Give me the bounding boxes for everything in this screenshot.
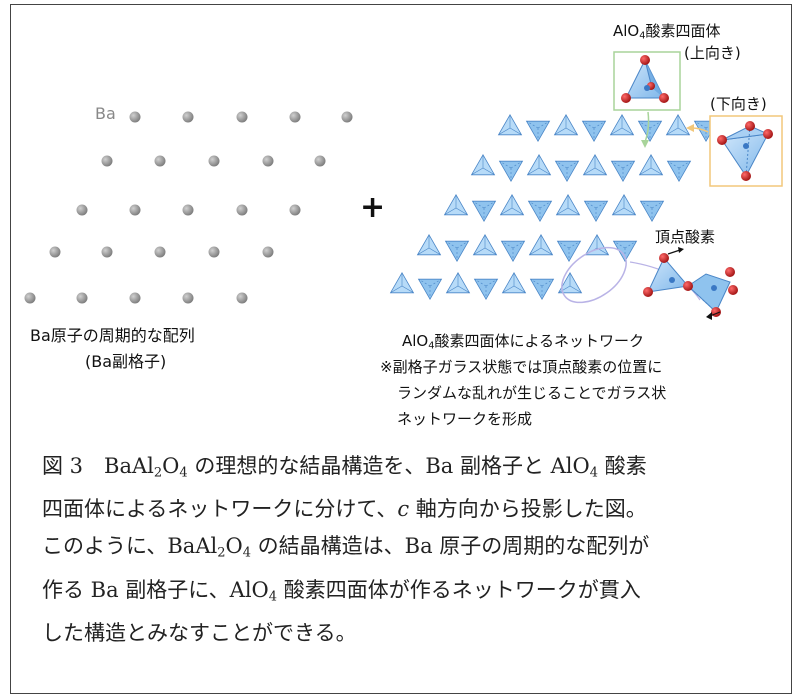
- alo4-tetrahedron: [554, 160, 580, 183]
- ba-atom: [262, 246, 274, 258]
- ba-atom: [24, 292, 36, 304]
- ba-atom: [289, 111, 301, 123]
- note-line3: ネットワークを形成: [397, 410, 533, 428]
- caption-line3: このように、BaAl2O4 の結晶構造は、Ba 原子の周期的な配列が: [42, 534, 650, 561]
- caption-line2: 四面体によるネットワークに分けて、c 軸方向から投影した図。: [42, 497, 647, 522]
- al-atom: [743, 143, 749, 149]
- ba-atom: [236, 292, 248, 304]
- alo4-tetrahedron: [637, 120, 663, 143]
- alo4-tetrahedron: [471, 200, 497, 223]
- ba-atom: [129, 292, 141, 304]
- ba-atom: [154, 246, 166, 258]
- caption-line1: 図 3 BaAl2O4 の理想的な結晶構造を、Ba 副格子と AlO4 酸素: [42, 454, 647, 481]
- alo4-tetrahedron: [473, 278, 499, 301]
- ba-atom: [182, 292, 194, 304]
- ba-atom: [101, 246, 113, 258]
- oxygen-atom: [659, 253, 669, 263]
- caption-line5: した構造とみなすことができる。: [42, 620, 357, 645]
- oxygen-atom: [621, 93, 631, 103]
- ba-atom: [262, 155, 274, 167]
- ba-atom: [182, 204, 194, 216]
- ba-atom: [129, 111, 141, 123]
- alo4-tetrahedron: [444, 240, 470, 263]
- alo4-network: [389, 113, 719, 301]
- alo4-tetrahedron: [527, 200, 553, 223]
- ba-atom-label: Ba: [95, 104, 116, 123]
- highlight-ellipse: [561, 246, 627, 304]
- alo4-tetrahedron: [556, 240, 582, 263]
- ba-atom: [182, 111, 194, 123]
- ba-atom: [154, 155, 166, 167]
- down-orientation-label: (下向き): [710, 95, 767, 113]
- apex-oxygen-atom: [683, 281, 693, 291]
- alo4-tetrahedron: [529, 278, 555, 301]
- up-orientation-label: (上向き): [684, 44, 741, 62]
- ba-atom: [208, 246, 220, 258]
- network-caption: AlO4酸素四面体によるネットワーク: [402, 332, 645, 352]
- ba-sublattice: [24, 111, 353, 304]
- oxygen-atom: [763, 129, 773, 139]
- alo4-tetrahedron: [500, 240, 526, 263]
- alo4-tetrahedron: [583, 200, 609, 223]
- figure-artwork: [24, 51, 783, 320]
- oxygen-atom: [659, 93, 669, 103]
- up-pointer-arrow: [644, 111, 650, 143]
- oxygen-atom: [725, 267, 735, 277]
- ba-atom: [76, 292, 88, 304]
- oxygen-atom: [728, 285, 738, 295]
- tetrahedron-title: AlO4酸素四面体: [613, 22, 721, 42]
- alo4-tetrahedron: [610, 160, 636, 183]
- ba-atom: [76, 204, 88, 216]
- oxygen-atom: [745, 121, 755, 131]
- apex-oxygen-detail: [643, 247, 738, 320]
- ba-atom: [129, 204, 141, 216]
- oxygen-atom: [717, 135, 727, 145]
- note-line2: ランダムな乱れが生じることでガラス状: [397, 384, 667, 402]
- oxygen-atom: [640, 55, 650, 65]
- ba-caption-line1: Ba原子の周期的な配列: [30, 326, 195, 345]
- alo4-tetrahedron: [498, 160, 524, 183]
- ba-atom: [341, 111, 353, 123]
- alo4-tetrahedron: [639, 200, 665, 223]
- apex-oxygen-label: 頂点酸素: [655, 228, 716, 246]
- up-tetrahedron: [621, 55, 669, 103]
- ba-atom: [314, 155, 326, 167]
- caption-line4: 作る Ba 副格子に、AlO4 酸素四面体が作るネットワークが貫入: [42, 577, 641, 604]
- figure-caption: 図 3 BaAl2O4 の理想的な結晶構造を、Ba 副格子と AlO4 酸素 四…: [42, 448, 772, 652]
- ba-atom: [208, 155, 220, 167]
- ba-atom: [289, 204, 301, 216]
- oxygen-atom: [741, 171, 751, 181]
- note-line1: ※副格子ガラス状態では頂点酸素の位置に: [380, 358, 663, 376]
- alo4-tetrahedron: [525, 120, 551, 143]
- down-tetrahedron: [717, 121, 773, 181]
- ba-atom: [236, 111, 248, 123]
- alo4-tetrahedron: [417, 278, 443, 301]
- ba-atom: [49, 246, 61, 258]
- ba-atom: [236, 204, 248, 216]
- alo4-tetrahedron: [666, 160, 692, 183]
- ba-caption-line2: (Ba副格子): [85, 352, 167, 371]
- alo4-tetrahedron: [581, 120, 607, 143]
- oxygen-atom: [643, 287, 653, 297]
- ba-atom: [101, 155, 113, 167]
- al-atom: [644, 85, 650, 91]
- plus-sign: +: [360, 190, 386, 225]
